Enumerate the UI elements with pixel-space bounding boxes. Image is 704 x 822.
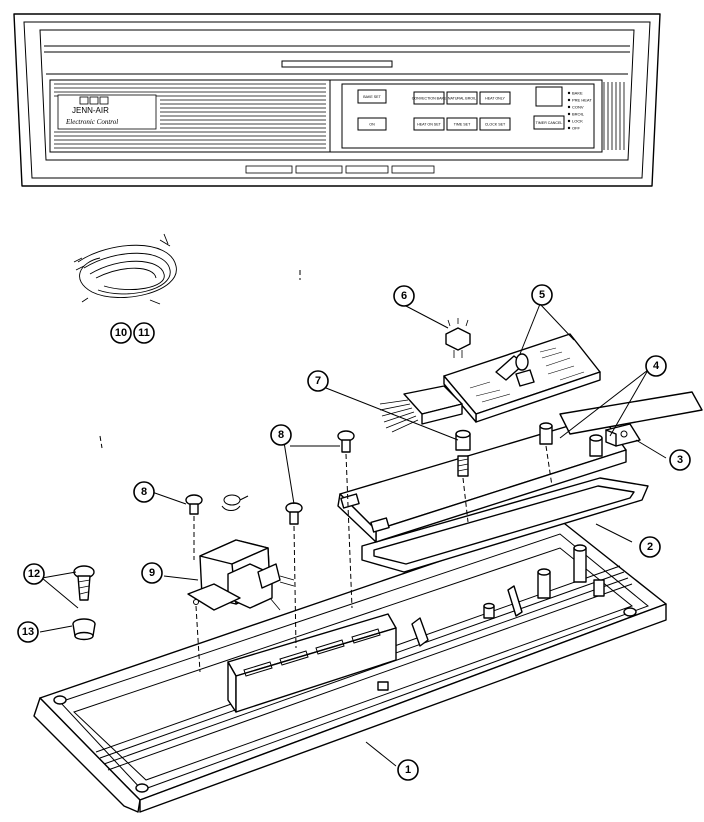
- base-tray: [33, 519, 667, 813]
- indicator-legend: BAKE PRE HEAT CONV BROIL LOCK OFF: [567, 91, 592, 131]
- svg-text:TIME SET: TIME SET: [454, 123, 471, 127]
- panel-screw: [73, 565, 95, 601]
- callout-7: 7: [307, 370, 329, 392]
- svg-text:11: 11: [138, 327, 150, 339]
- gasket: [361, 477, 649, 573]
- clip-part: [605, 423, 641, 447]
- callout-10: 10: [110, 322, 132, 344]
- callout-1: 1: [397, 759, 419, 781]
- assembled-control-panel: JENN-AIR Electronic Control BAKE SET CON…: [13, 13, 661, 187]
- svg-text:7: 7: [315, 375, 321, 387]
- svg-text:13: 13: [22, 626, 34, 638]
- tray-posts: [53, 544, 637, 793]
- callout-9: 9: [141, 562, 163, 584]
- panel-button[interactable]: TIMER CANCEL: [533, 115, 565, 130]
- svg-text:4: 4: [653, 360, 660, 372]
- svg-text:10: 10: [115, 327, 127, 339]
- svg-text:NATURAL BROIL: NATURAL BROIL: [448, 97, 476, 101]
- panel-button[interactable]: HEAT ON SET: [413, 117, 445, 131]
- svg-text:9: 9: [149, 567, 155, 579]
- callout-3: 3: [669, 449, 691, 471]
- svg-text:3: 3: [677, 454, 683, 466]
- mounting-bracket: [337, 391, 703, 543]
- connector-part: [445, 318, 471, 358]
- svg-text:BAKE: BAKE: [572, 91, 583, 96]
- svg-text:CONVECTION BAKE: CONVECTION BAKE: [412, 97, 447, 101]
- svg-text:TIMER CANCEL: TIMER CANCEL: [536, 121, 563, 125]
- leader-lines: [39, 303, 667, 767]
- callout-4: 4: [645, 355, 667, 377]
- grille-right: [603, 82, 625, 150]
- callout-8-upper: 8: [270, 424, 292, 446]
- svg-text:CLOCK SET: CLOCK SET: [485, 123, 506, 127]
- panel-plug: [72, 618, 96, 641]
- control-board: [443, 333, 601, 423]
- panel-button[interactable]: CONVECTION BAKE: [412, 91, 447, 105]
- callout-11: 11: [133, 322, 155, 344]
- panel-button[interactable]: TIME SET: [446, 117, 478, 131]
- svg-text:CONV: CONV: [572, 105, 584, 110]
- callout-13: 13: [17, 621, 39, 643]
- panel-bottom-tabs: [245, 165, 435, 174]
- screw: [337, 430, 355, 453]
- assembly-lines: [99, 270, 553, 673]
- svg-text:8: 8: [141, 486, 147, 498]
- spring-clip: [221, 494, 249, 511]
- svg-text:5: 5: [539, 289, 545, 301]
- svg-text:ON: ON: [369, 123, 375, 127]
- svg-text:BAKE SET: BAKE SET: [363, 95, 381, 99]
- svg-text:OFF: OFF: [572, 126, 581, 131]
- svg-text:PRE HEAT: PRE HEAT: [572, 98, 592, 103]
- display-window: [535, 86, 563, 107]
- screw: [185, 494, 203, 515]
- svg-text:6: 6: [401, 290, 407, 302]
- callout-2: 2: [639, 536, 661, 558]
- panel-button[interactable]: NATURAL BROIL: [446, 91, 478, 105]
- transformer: [187, 539, 295, 611]
- screw: [285, 502, 303, 525]
- svg-text:12: 12: [28, 568, 40, 580]
- ribbon-cable: [379, 385, 463, 433]
- svg-text:LOCK: LOCK: [572, 119, 583, 124]
- jenn-air-logo-icon: [79, 96, 109, 105]
- svg-text:8: 8: [278, 429, 284, 441]
- wire-harness: [73, 233, 177, 305]
- callout-12: 12: [23, 563, 45, 585]
- panel-button[interactable]: ON: [357, 117, 387, 131]
- callout-5: 5: [531, 284, 553, 306]
- tray-clip: [377, 681, 389, 691]
- grille-left: [54, 83, 326, 149]
- panel-button[interactable]: BAKE SET: [357, 89, 387, 104]
- svg-text:HEAT ON SET: HEAT ON SET: [417, 123, 441, 127]
- panel-button[interactable]: CLOCK SET: [479, 117, 511, 131]
- brand-name: JENN-AIR: [72, 106, 109, 115]
- panel-slot: [281, 60, 393, 68]
- svg-text:BROIL: BROIL: [572, 112, 585, 117]
- keypad-housing: [227, 613, 397, 713]
- control-buttons: BAKE SET CONVECTION BAKE NATURAL BROIL H…: [357, 89, 565, 131]
- svg-text:HEAT ONLY: HEAT ONLY: [485, 97, 505, 101]
- callout-6: 6: [393, 285, 415, 307]
- brand-subtitle: Electronic Control: [65, 118, 118, 126]
- brand-logo: JENN-AIR Electronic Control: [57, 94, 157, 130]
- svg-text:2: 2: [647, 541, 653, 553]
- callout-8-lower: 8: [133, 481, 155, 503]
- svg-text:1: 1: [405, 764, 411, 776]
- panel-button[interactable]: HEAT ONLY: [479, 91, 511, 105]
- spacer-part: [455, 429, 471, 477]
